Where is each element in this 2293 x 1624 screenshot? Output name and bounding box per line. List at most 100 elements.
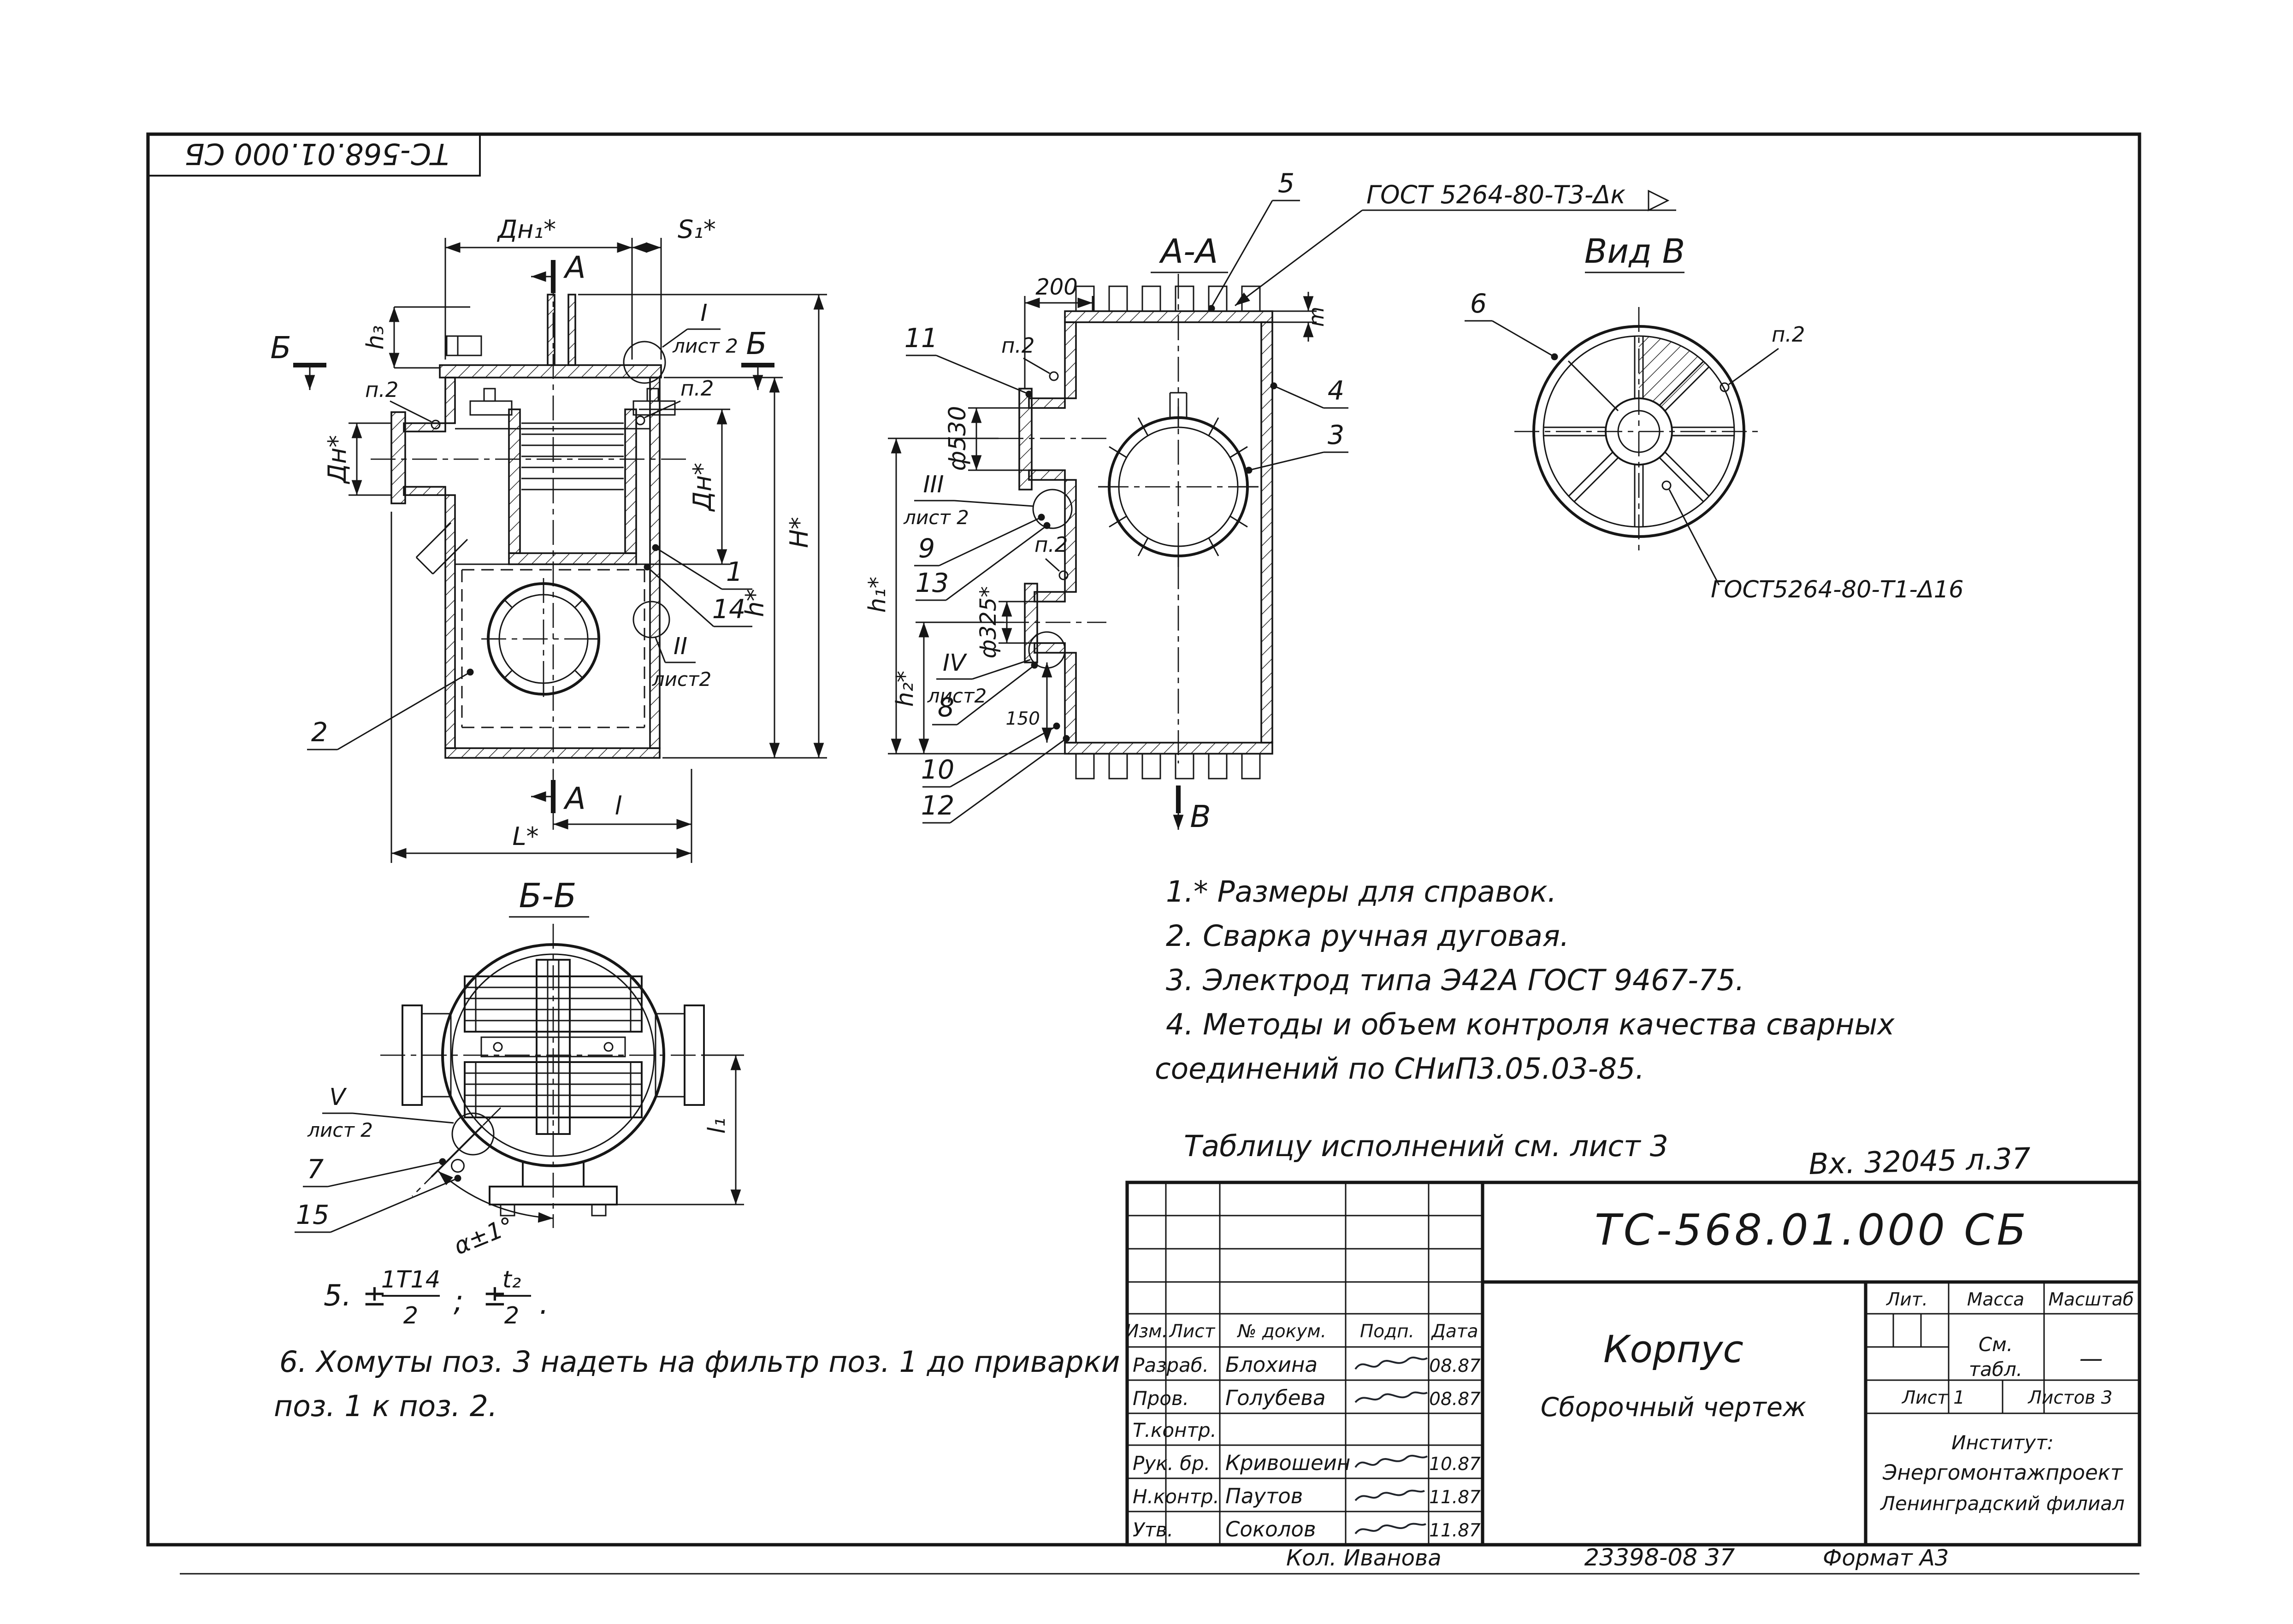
item-5: 5 [1278,168,1294,199]
sheets-total: Листов 3 [2027,1388,2113,1408]
note-1: 1.* Размеры для справок. [1166,875,1557,909]
note-6-line1: 6. Хомуты поз. 3 надеть на фильтр поз. 1… [279,1345,1120,1379]
section-b-letter-left: Б [270,330,291,366]
item-4: 4 [1328,376,1344,406]
notes: 1.* Размеры для справок. 2. Сварка ручна… [274,875,2031,1423]
footer-order-code: 23398-08 37 [1584,1544,1735,1571]
item-9: 9 [918,533,935,564]
row-name: Паутов [1225,1484,1303,1508]
section-bb-callouts: V лист 2 7 15 α±1° l₁ [295,1054,744,1260]
detail-II: II [674,633,687,660]
footer: Кол. Иванова 23398-08 37 Формат А3 [180,1544,2139,1575]
dim-h1: h₁* [864,577,891,613]
row-name: Голубева [1225,1386,1326,1410]
item-3: 3 [1328,420,1344,450]
front-view-section-marks: А А Б Б [270,250,774,816]
row-name: Соколов [1225,1517,1316,1541]
dim-dn1: Дн₁* [497,215,556,244]
view-b-title: Вид В [1584,232,1685,271]
item-6: 6 [1470,289,1487,319]
row-date: 10.87 [1429,1454,1481,1475]
scale-value: — [2080,1345,2103,1372]
item-12: 12 [921,791,955,821]
scale-label: Масштаб [2048,1289,2133,1310]
doc-number: ТС-568.01.000 СБ [1595,1205,2029,1255]
section-bb-title: Б-Б [519,876,577,915]
row-date: 11.87 [1429,1520,1481,1541]
lit-label: Лит. [1885,1289,1928,1310]
item-1: 1 [726,557,743,587]
footer-format: Формат А3 [1823,1545,1949,1571]
row-role: Рук. бр. [1133,1452,1210,1475]
section-a-letter-bottom: А [563,781,585,816]
front-view-callouts: 1 14 2 п.2 п.2 I лист 2 II лист2 [307,300,752,750]
dim-dn-right: Дн* [688,463,717,512]
row-role: Т.контр. [1133,1419,1217,1441]
weld-ref-p2-aa-top: п.2 [1001,333,1034,358]
col-izm: Изм. [1125,1321,1168,1342]
view-b: Вид В 6 п.2 ГОСТ5264-80-Т1-Δ16 [1465,232,1964,603]
weld-ref-p2-left: п.2 [365,378,398,402]
dim-dn-left: Дн* [323,435,352,484]
doc-type: Сборочный чертеж [1541,1392,1807,1423]
item-13: 13 [916,568,949,598]
dim-150: 150 [1006,709,1040,729]
row-role: Разраб. [1133,1354,1209,1376]
note-5-frac1-num: 1Т14 [381,1266,441,1293]
org-line3: Ленинградский филиал [1879,1492,2124,1515]
front-view-dimensions: Дн₁* S₁* h₃ Дн* Дн* h* H* L* l [323,215,827,863]
detail-III-sheet: лист 2 [903,506,969,529]
detail-IV: IV [943,650,967,677]
dim-h: h* [740,589,769,617]
dim-200: 200 [1035,274,1078,300]
col-doc: № докум. [1237,1321,1326,1342]
row-date: 08.87 [1429,1356,1481,1376]
section-b-letter-right: Б [746,326,767,361]
part-name: Корпус [1603,1328,1743,1371]
weld-ref-p2-aa-mid: п.2 [1034,532,1068,557]
section-bb-geometry [380,924,726,1228]
view-b-arrow-letter: В [1190,799,1211,834]
corner-stamp-text: ТС-568.01.000 СБ [184,137,449,171]
col-podp: Подп. [1360,1321,1414,1342]
dim-s1: S₁* [678,215,716,244]
row-date: 11.87 [1429,1487,1481,1508]
weld-ref-p2-vb: п.2 [1772,322,1805,347]
detail-I-sheet: лист 2 [672,335,738,357]
item-7: 7 [307,1154,324,1185]
item-8: 8 [938,692,954,723]
weld-spec-top: ГОСТ 5264-80-Т3-Δк [1366,180,1625,209]
row-name: Блохина [1225,1352,1318,1377]
detail-III: III [923,471,944,498]
dim-h2: h₂* [892,671,919,707]
weld-spec-view-b: ГОСТ5264-80-Т1-Δ16 [1711,576,1964,603]
section-aa-callouts: 5 ГОСТ 5264-80-Т3-Δк 11 п.2 4 3 III лист… [903,168,1676,834]
org-line2: Энергомонтажпроект [1882,1460,2123,1485]
section-a-letter-top: А [563,250,585,285]
incoming-stamp: Вх. 32045 л.37 [1808,1141,2031,1181]
title-block: Изм. Лист № докум. Подп. Дата Разраб. Бл… [1125,1181,2141,1547]
item-10: 10 [921,755,955,785]
view-b-callouts: 6 п.2 ГОСТ5264-80-Т1-Δ16 [1465,289,1964,603]
mass-value-line2: табл. [1969,1358,2022,1381]
note-5: 5. ± 1Т14 2 ; ± t₂ 2 . [324,1266,549,1329]
mass-value-line1: См. [1979,1333,2013,1356]
note-5-prefix: 5. [324,1279,351,1312]
note-5-separator: ; [454,1284,463,1318]
section-aa-title: А-А [1159,232,1218,271]
item-11: 11 [904,323,938,354]
note-5-frac2-num: t₂ [502,1266,521,1293]
item-2: 2 [311,717,328,748]
dim-H: H* [785,517,814,548]
section-aa: А-А [864,168,1676,834]
note-2: 2. Сварка ручная дуговая. [1166,919,1569,953]
section-aa-dimensions: 200 ф530 ф325* h₁* h₂* 150 m [864,274,1329,755]
detail-IV-sheet: лист2 [927,685,987,707]
dim-angle: α±1° [450,1212,518,1260]
note-5-frac1-den: 2 [403,1302,418,1329]
dim-m: m [1304,307,1329,327]
footer-copied-by: Кол. Иванова [1286,1545,1442,1571]
dim-L: L* [512,822,538,851]
